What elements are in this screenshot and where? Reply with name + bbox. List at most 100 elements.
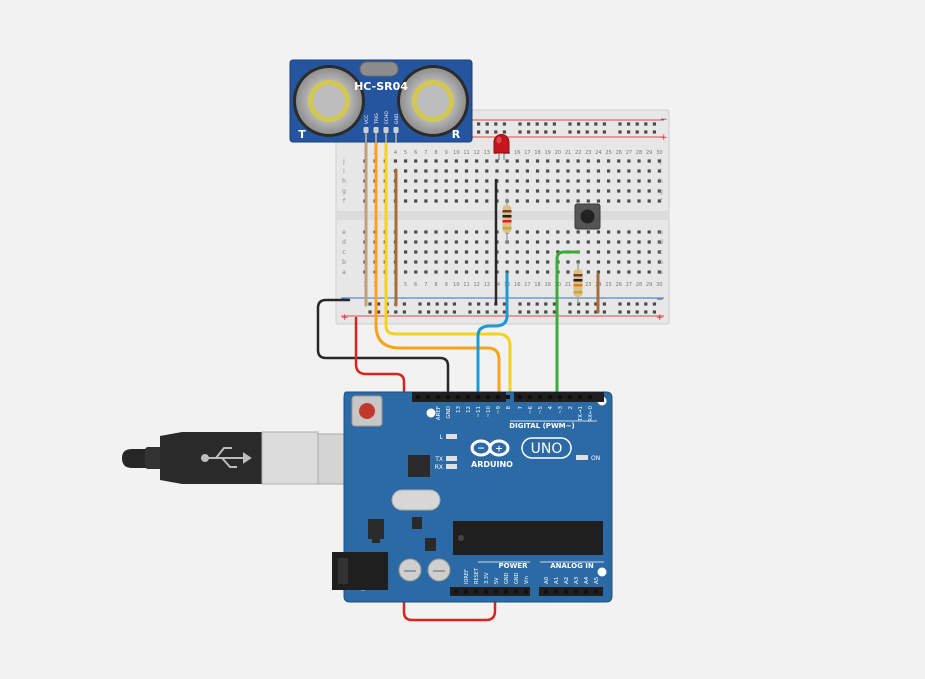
breadboard-hole[interactable] — [576, 159, 580, 163]
breadboard-hole[interactable] — [596, 240, 601, 244]
breadboard-hole[interactable] — [444, 179, 448, 183]
rail-hole[interactable] — [602, 310, 606, 314]
breadboard-hole[interactable] — [515, 199, 519, 203]
wire-trig[interactable] — [374, 140, 501, 404]
breadboard-hole[interactable] — [607, 250, 611, 254]
breadboard-hole[interactable] — [485, 260, 489, 264]
breadboard-hole[interactable] — [607, 270, 611, 274]
digital-pin[interactable] — [436, 395, 440, 399]
breadboard-hole[interactable] — [515, 240, 519, 244]
rail-hole[interactable] — [652, 310, 656, 314]
breadboard-hole[interactable] — [596, 189, 601, 193]
rail-hole[interactable] — [535, 122, 539, 126]
rail-hole[interactable] — [518, 310, 522, 314]
breadboard-hole[interactable] — [434, 159, 438, 163]
rail-hole[interactable] — [535, 310, 539, 314]
breadboard-hole[interactable] — [617, 199, 621, 203]
breadboard-hole[interactable] — [637, 199, 641, 203]
breadboard-hole[interactable] — [647, 159, 651, 163]
breadboard-hole[interactable] — [515, 189, 519, 193]
breadboard-hole[interactable] — [556, 199, 560, 203]
analog-pin[interactable] — [584, 589, 588, 594]
rail-hole[interactable] — [594, 122, 598, 126]
breadboard-hole[interactable] — [576, 179, 580, 183]
breadboard-hole[interactable] — [657, 270, 661, 274]
rail-hole[interactable] — [544, 302, 548, 306]
breadboard-hole[interactable] — [546, 159, 550, 163]
breadboard-hole[interactable] — [546, 179, 550, 183]
wire-button-signal[interactable] — [555, 250, 580, 404]
breadboard-hole[interactable] — [566, 199, 570, 203]
digital-pin[interactable] — [538, 395, 542, 399]
breadboard-hole[interactable] — [424, 189, 428, 193]
breadboard-hole[interactable] — [647, 230, 651, 234]
power-pin[interactable] — [524, 589, 528, 594]
breadboard-hole[interactable] — [444, 189, 448, 193]
rail-hole[interactable] — [568, 310, 572, 314]
rail-hole[interactable] — [485, 122, 489, 126]
rail-hole[interactable] — [427, 302, 431, 306]
breadboard-hole[interactable] — [657, 179, 661, 183]
breadboard-hole[interactable] — [424, 169, 428, 173]
breadboard-hole[interactable] — [627, 199, 631, 203]
breadboard-hole[interactable] — [525, 250, 529, 254]
rail-hole[interactable] — [502, 130, 506, 134]
breadboard-hole[interactable] — [525, 159, 529, 163]
rail-hole[interactable] — [635, 310, 639, 314]
rail-hole[interactable] — [627, 122, 631, 126]
breadboard-hole[interactable] — [617, 250, 621, 254]
breadboard-hole[interactable] — [596, 250, 601, 254]
breadboard-hole[interactable] — [637, 250, 641, 254]
breadboard-hole[interactable] — [566, 169, 570, 173]
digital-pin-empty[interactable] — [416, 395, 420, 399]
breadboard-hole[interactable] — [647, 260, 651, 264]
rail-hole[interactable] — [627, 302, 631, 306]
rail-hole[interactable] — [544, 130, 548, 134]
breadboard-hole[interactable] — [414, 159, 418, 163]
breadboard-hole[interactable] — [434, 240, 438, 244]
breadboard-hole[interactable] — [647, 169, 651, 173]
rail-hole[interactable] — [568, 122, 572, 126]
breadboard-hole[interactable] — [617, 230, 621, 234]
rail-hole[interactable] — [394, 310, 398, 314]
breadboard-hole[interactable] — [637, 189, 641, 193]
rail-hole[interactable] — [485, 302, 489, 306]
breadboard-hole[interactable] — [515, 250, 519, 254]
breadboard-hole[interactable] — [627, 270, 631, 274]
breadboard-hole[interactable] — [535, 260, 540, 264]
rail-hole[interactable] — [652, 302, 656, 306]
breadboard-hole[interactable] — [454, 240, 458, 244]
breadboard-hole[interactable] — [546, 230, 550, 234]
breadboard-hole[interactable] — [404, 270, 408, 274]
digital-pin[interactable] — [558, 395, 562, 399]
analog-pin[interactable] — [554, 589, 558, 594]
breadboard-hole[interactable] — [586, 189, 590, 193]
breadboard-hole[interactable] — [535, 199, 540, 203]
breadboard-hole[interactable] — [454, 169, 458, 173]
breadboard-hole[interactable] — [566, 240, 570, 244]
breadboard-hole[interactable] — [535, 270, 540, 274]
breadboard-hole[interactable] — [525, 199, 529, 203]
breadboard-hole[interactable] — [596, 270, 601, 274]
breadboard-hole[interactable] — [475, 189, 479, 193]
rail-hole[interactable] — [552, 130, 556, 134]
breadboard-hole[interactable] — [596, 260, 601, 264]
breadboard-hole[interactable] — [475, 230, 479, 234]
breadboard-hole[interactable] — [546, 260, 550, 264]
digital-pin[interactable] — [568, 395, 572, 399]
breadboard-hole[interactable] — [556, 230, 560, 234]
breadboard-hole[interactable] — [505, 250, 509, 254]
wire-echo[interactable] — [384, 140, 512, 404]
breadboard-hole[interactable] — [475, 159, 479, 163]
breadboard-hole[interactable] — [586, 270, 590, 274]
breadboard-hole[interactable] — [475, 199, 479, 203]
breadboard-hole[interactable] — [505, 260, 509, 264]
digital-pin[interactable] — [588, 395, 592, 399]
breadboard-hole[interactable] — [475, 240, 479, 244]
rail-hole[interactable] — [502, 310, 506, 314]
breadboard-hole[interactable] — [576, 240, 580, 244]
rail-hole[interactable] — [552, 310, 556, 314]
rail-hole[interactable] — [452, 302, 456, 306]
rail-hole[interactable] — [585, 302, 589, 306]
breadboard-hole[interactable] — [424, 250, 428, 254]
